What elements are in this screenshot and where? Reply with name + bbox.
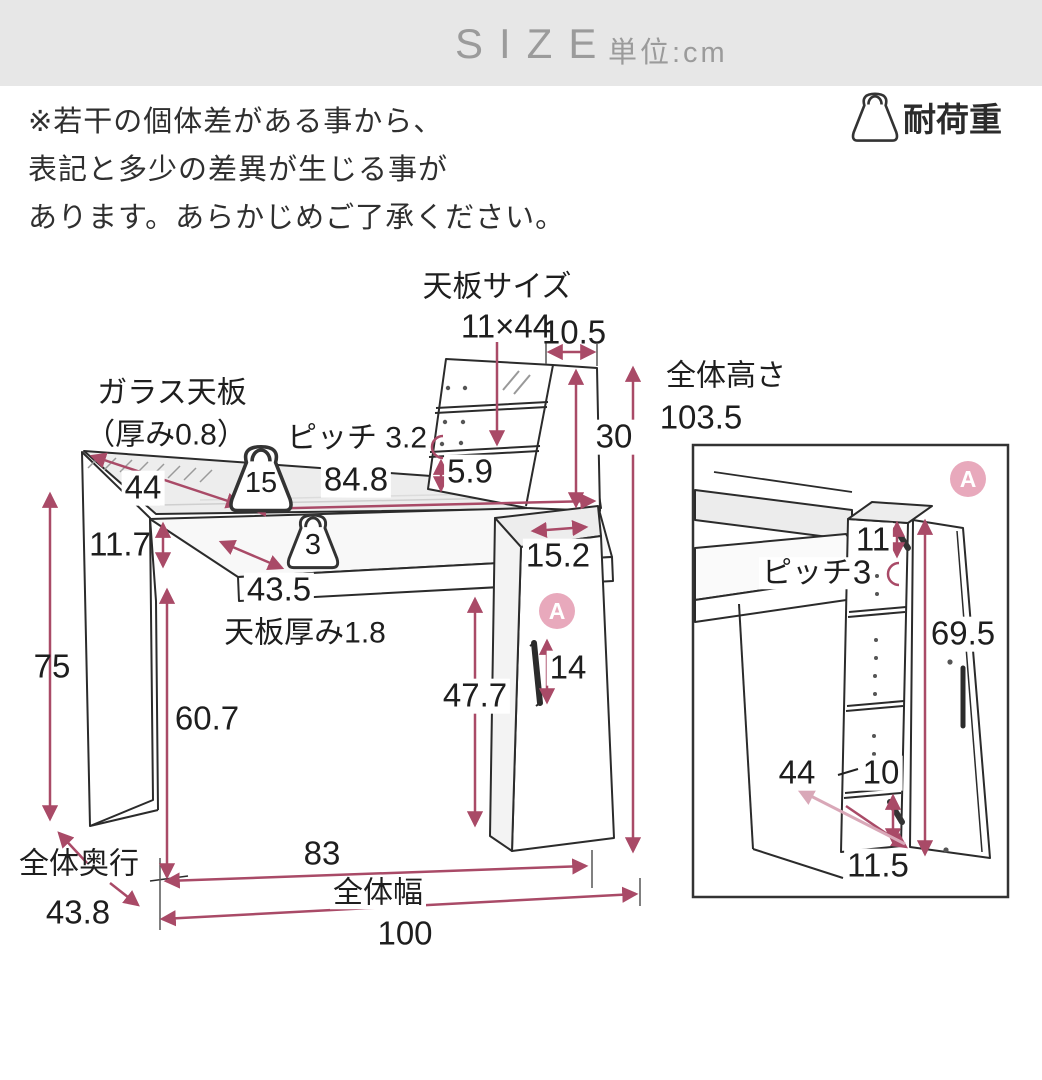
top-thickness-label: 天板厚み1.8 <box>224 616 386 650</box>
glass-label-line2: （厚み0.8） <box>85 418 247 452</box>
dim-knee-height: 60.7 <box>171 701 243 737</box>
inset-panel <box>691 443 1010 899</box>
inset-pin-holes <box>872 574 953 853</box>
inset-dim-bottom-width: 11.5 <box>844 848 912 884</box>
inset-dim-depth: 44 <box>775 755 819 791</box>
notice-line-1: ※若干の個体差がある事から、 <box>28 106 444 138</box>
load-capacity-label: 耐荷重 <box>903 101 1002 138</box>
dim-top-panel-size: 11×44 <box>460 307 552 345</box>
page-title: SIZE <box>455 20 613 67</box>
dim-inner-width: 83 <box>300 836 344 872</box>
inset-pitch-label: ピッチ <box>759 557 855 589</box>
overall-height-value: 103.5 <box>659 398 743 436</box>
dim-glass-width: 84.8 <box>320 462 392 498</box>
inset-pitch-value: 3 <box>849 555 875 591</box>
unit-label: 単位:cm <box>608 37 728 69</box>
load-value-glass: 15 <box>244 466 278 499</box>
inset-dim-inner-height: 69.5 <box>927 616 999 652</box>
weight-bag-icon-header <box>851 92 899 142</box>
top-panel-title: 天板サイズ <box>422 270 572 304</box>
dim-pitch-gap: 5.9 <box>444 454 496 490</box>
inset-dim-bottom-gap: 10 <box>859 755 903 791</box>
dim-desk-depth: 43.5 <box>243 572 315 608</box>
dim-top-depth: 10.5 <box>541 313 607 351</box>
dim-tower-depth: 15.2 <box>522 538 594 574</box>
shelf-pin-holes <box>439 385 468 447</box>
pale-depth-arrow <box>796 788 906 846</box>
overall-height-label: 全体高さ <box>666 359 786 393</box>
overall-width-label: 全体幅 <box>330 877 426 909</box>
header-band <box>0 0 1042 86</box>
inset-dim-top-gap: 11 <box>852 522 894 558</box>
dim-shelf-height: 30 <box>592 419 636 455</box>
dim-desk-height: 75 <box>33 647 71 685</box>
overall-width-value: 100 <box>377 914 433 952</box>
notice-line-3: あります。あらかじめご了承ください。 <box>28 202 566 234</box>
badge-a-inset: A <box>950 461 986 497</box>
overall-depth-label: 全体奥行 <box>19 847 139 881</box>
dim-handle-length: 14 <box>546 650 590 686</box>
pitch-label: ピッチ 3.2 <box>286 421 428 455</box>
badge-a-main: A <box>539 593 575 629</box>
mirror-glare-icon <box>502 370 531 395</box>
dim-glass-depth: 44 <box>121 470 165 506</box>
dim-tray-depth: 11.7 <box>89 525 151 563</box>
glass-label-line1: ガラス天板 <box>97 376 247 410</box>
load-value-tray: 3 <box>304 528 322 561</box>
overall-depth-value: 43.8 <box>45 893 111 931</box>
dim-door-height: 47.7 <box>439 678 511 714</box>
notice-line-2: 表記と多少の差異が生じる事が <box>28 154 449 186</box>
